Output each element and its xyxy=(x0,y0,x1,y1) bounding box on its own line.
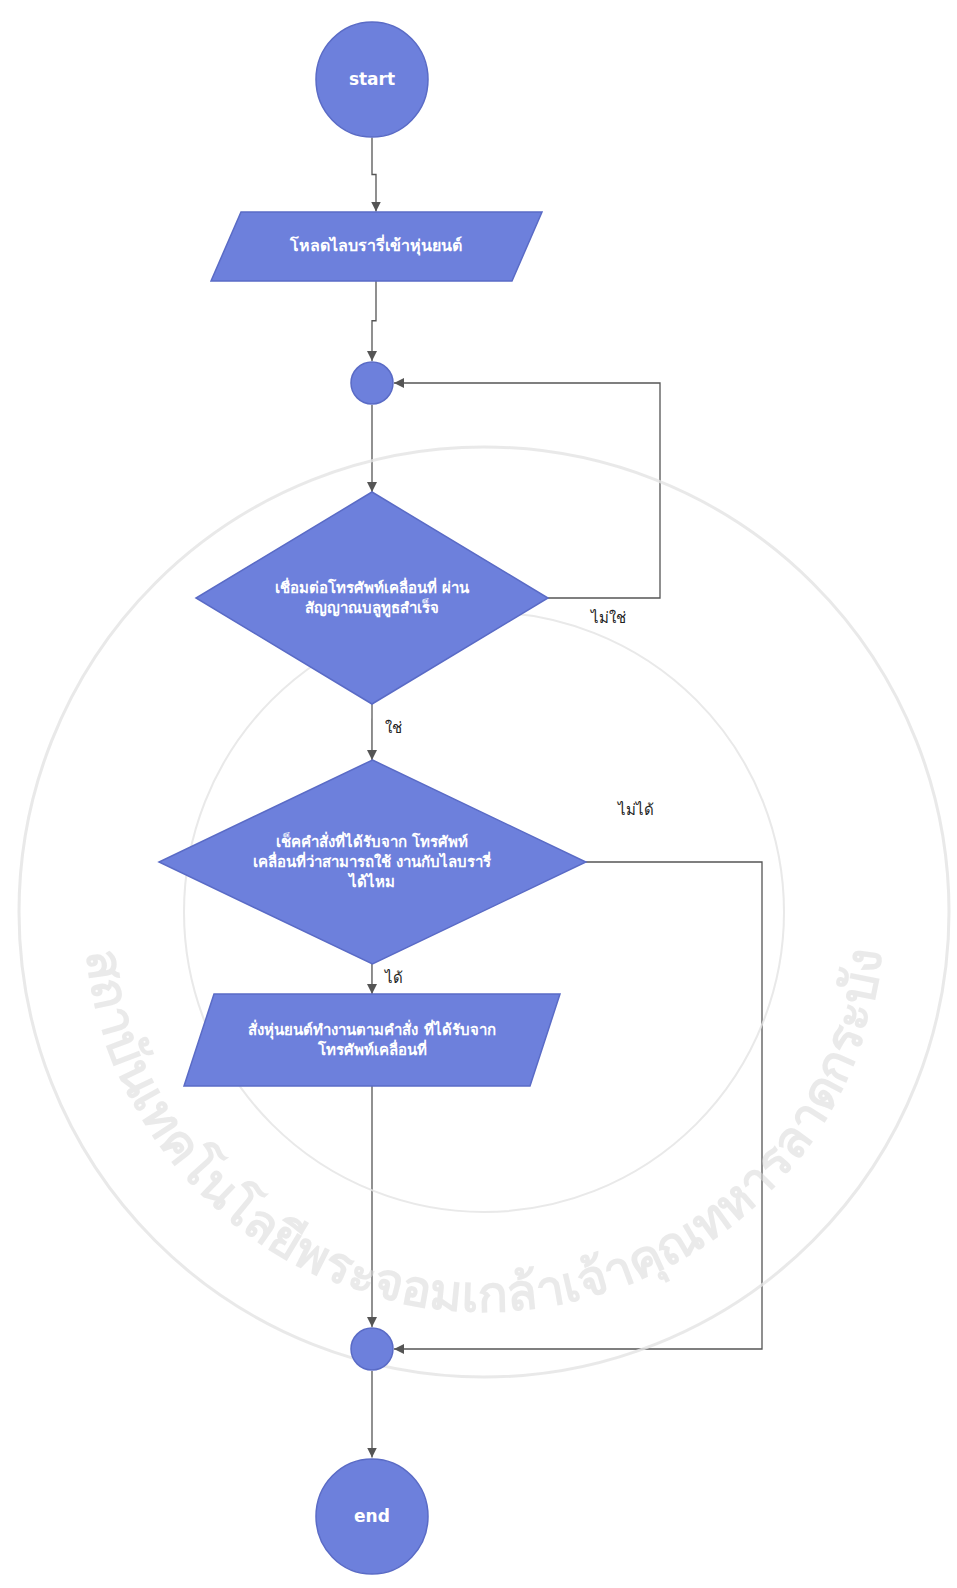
flow-arrow xyxy=(371,405,372,492)
terminal-ellipse: end xyxy=(315,1458,429,1575)
node-text: เชื่อมต่อโทรศัพท์เคลื่อนที่ ผ่านสัญญาณบล… xyxy=(262,578,482,619)
flow-arrow xyxy=(371,1371,372,1458)
edge-label: ได้ xyxy=(382,969,406,987)
node-text: โหลดไลบรารี่เข้าหุ่นยนต์ xyxy=(290,235,462,257)
junction-shape xyxy=(351,1328,393,1370)
junction-circle xyxy=(350,1327,394,1371)
terminal-ellipse: start xyxy=(315,21,429,138)
flow-arrow xyxy=(371,964,372,994)
terminal-shape xyxy=(316,1459,428,1574)
io-shape xyxy=(184,994,560,1086)
node-text: end xyxy=(354,1505,390,1528)
decision-shape xyxy=(196,492,548,704)
edge-label: ไม่ได้ xyxy=(615,801,657,819)
io-parallelogram: โหลดไลบรารี่เข้าหุ่นยนต์ xyxy=(211,212,542,281)
decision-shape xyxy=(159,760,586,964)
decision-diamond: เช็คคำสั่งที่ได้รับจาก โทรศัพท์เคลื่อนที… xyxy=(159,760,586,964)
node-text: สั่งหุ่นยนต์ทำงานตามคำสั่ง ที่ได้รับจาก … xyxy=(237,1020,507,1061)
junction-shape xyxy=(351,362,393,404)
edge-label-holder: ไม่ใช่ xyxy=(588,608,629,627)
flow-arrow xyxy=(372,138,376,212)
junction-circle xyxy=(350,361,394,405)
edge-label-holder: ไม่ได้ xyxy=(615,800,657,819)
edge-label: ใช่ xyxy=(382,719,405,737)
node-text: เช็คคำสั่งที่ได้รับจาก โทรศัพท์เคลื่อนที… xyxy=(252,832,492,893)
seal-outer-ring xyxy=(19,447,949,1377)
watermark-text-path: สถาบันเทคโนโลยีพระจอมเกล้าเจ้าคุณทหารลาด… xyxy=(74,945,894,1323)
decision-diamond: เชื่อมต่อโทรศัพท์เคลื่อนที่ ผ่านสัญญาณบล… xyxy=(196,492,548,704)
flow-arrow xyxy=(371,704,372,760)
io-shape xyxy=(211,212,542,281)
flow-arrow xyxy=(371,1086,372,1327)
node-outline xyxy=(196,492,548,704)
node-outline xyxy=(350,361,394,405)
node-outline xyxy=(350,1327,394,1371)
flow-arrow xyxy=(394,862,762,1349)
node-outline xyxy=(184,994,560,1086)
edge-label-holder: ใช่ xyxy=(382,718,405,737)
io-parallelogram: สั่งหุ่นยนต์ทำงานตามคำสั่ง ที่ได้รับจาก … xyxy=(184,994,560,1086)
watermark-text: สถาบันเทคโนโลยีพระจอมเกล้าเจ้าคุณทหารลาด… xyxy=(74,945,894,1323)
node-text: start xyxy=(349,68,395,91)
edge-label: ไม่ใช่ xyxy=(588,609,629,627)
edge-label-holder: ได้ xyxy=(382,968,406,987)
seal-rings xyxy=(19,447,949,1377)
terminal-shape xyxy=(316,22,428,137)
flow-arrow xyxy=(372,281,376,362)
